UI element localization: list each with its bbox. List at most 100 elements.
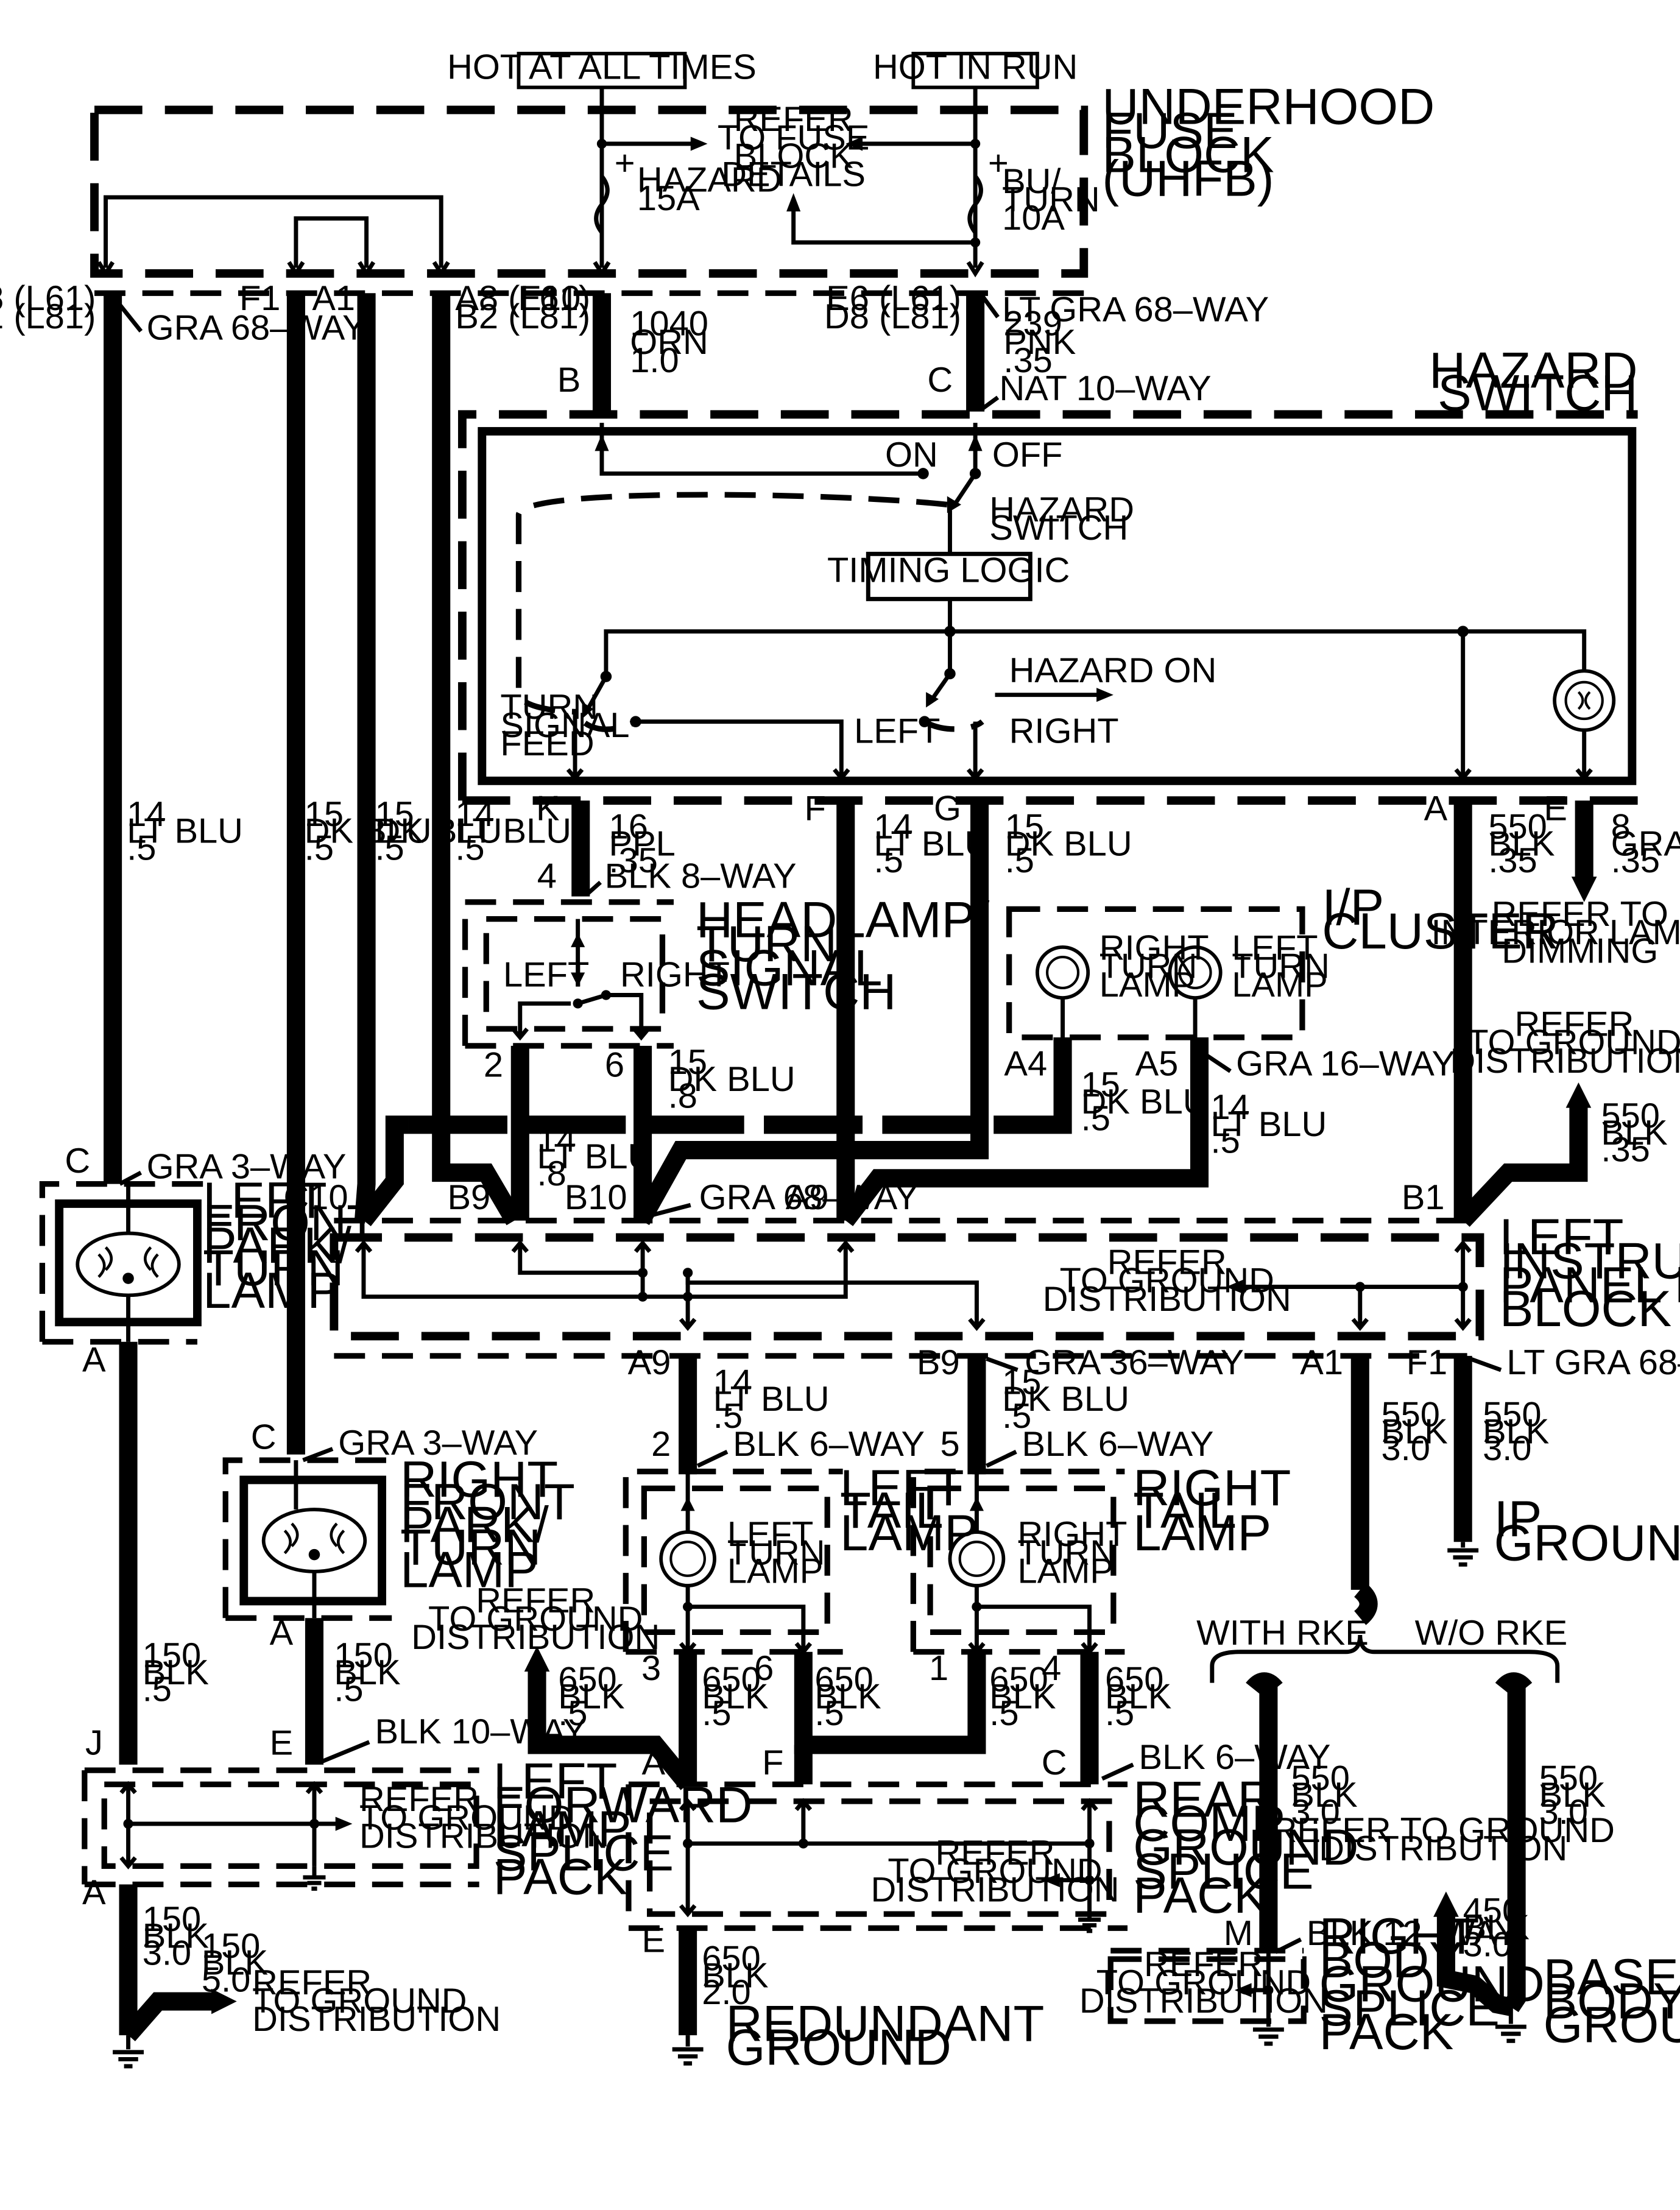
svg-text:C10: C10	[283, 1178, 348, 1217]
svg-text:LEFTTURNLAMP: LEFTTURNLAMP	[1232, 929, 1330, 1004]
svg-text:LEFT: LEFT	[503, 956, 589, 995]
svg-text:14LT BLU.5: 14LT BLU.5	[713, 1363, 830, 1436]
svg-text:550BLK3.0: 550BLK3.0	[1381, 1396, 1447, 1469]
wire-lt3-650-blk	[528, 1651, 697, 1790]
svg-text:6: 6	[754, 1649, 774, 1688]
svg-text:5: 5	[940, 1425, 959, 1464]
svg-text:15DK BLU.5: 15DK BLU.5	[1081, 1065, 1209, 1139]
svg-text:LEFTFRONTPARK/TURNLAMP: LEFTFRONTPARK/TURNLAMP	[203, 1172, 378, 1319]
wire-b1-550-blk	[1456, 1102, 1588, 1227]
svg-text:B1: B1	[1402, 1178, 1445, 1217]
svg-text:150BLK.5: 150BLK.5	[143, 1636, 209, 1709]
redundant-ground-icon	[672, 2035, 704, 2066]
svg-text:GRA 3–WAY: GRA 3–WAY	[338, 1424, 538, 1463]
svg-text:RIGHTTURNLAMP: RIGHTTURNLAMP	[1018, 1515, 1128, 1590]
wire-label-1040: 1040ORN1.0	[630, 305, 708, 380]
svg-text:REFERTO GROUNDDISTRIBUTION: REFERTO GROUNDDISTRIBUTION	[1079, 1945, 1328, 2021]
ip-ground-icon	[1447, 1542, 1479, 1567]
hazard-switch: HAZARDSWITCH B C NAT 10–WAY ON OFF HAZAR…	[457, 342, 1638, 828]
left-tail-turn-lamp-icon	[659, 1530, 716, 1587]
uhfb-pin-e6d8: E6 (L61)D8 (L81)	[824, 279, 961, 336]
svg-text:+: +	[988, 144, 1009, 183]
svg-text:IPGROUND: IPGROUND	[1494, 1491, 1680, 1571]
lipfb: C10 B9 B10 GRA 68–WAY A9 B1 LEFTINSTRUME…	[283, 1178, 1680, 1341]
svg-text:A5: A5	[1135, 1044, 1179, 1083]
right-tail-lamp: 5 BLK 6–WAY RIGHTTURNLAMP RIGHTTAILLAMP	[910, 1425, 1291, 1656]
svg-text:A9: A9	[786, 1178, 829, 1217]
rke-break-icon	[1354, 1583, 1378, 1625]
svg-text:ON: ON	[885, 436, 938, 475]
svg-text:650BLK.5: 650BLK.5	[1105, 1661, 1171, 1734]
svg-text:150BLK3.0: 150BLK3.0	[143, 1900, 209, 1973]
svg-text:3: 3	[641, 1649, 661, 1688]
buturn-fuse-label: BU/TURN10A	[1002, 162, 1100, 238]
wire-label-15-dkblu-a1: 15DK BLU.5	[375, 795, 502, 868]
svg-text:G: G	[934, 789, 961, 828]
wire-450-blk	[1436, 1914, 1513, 2016]
svg-text:650BLK.5: 650BLK.5	[702, 1661, 768, 1734]
rear-splice-ground-icon	[1078, 1917, 1101, 1933]
hot-at-all-times-label: HOT AT ALL TIMES	[447, 48, 757, 90]
svg-text:GRA 36–WAY: GRA 36–WAY	[1025, 1343, 1244, 1382]
right-front-park-turn-lamp: C GRA 3–WAY RIGHTFRONTPARK/TURNLAMP	[222, 1418, 575, 1621]
uhfb-connector-left: GRA 68–WAY	[147, 309, 366, 348]
headlamp-turn-signal-switch: 4 BLK 8–WAY HEADLAMP/TURNSIGNALSWITCH LE…	[462, 857, 990, 1049]
svg-text:J: J	[85, 1724, 103, 1763]
svg-text:RIGHTTAILLAMP: RIGHTTAILLAMP	[1133, 1460, 1291, 1561]
timing-logic-label: TIMING LOGIC	[827, 551, 1070, 590]
svg-text:REFER TO GROUNDDISTRIBUTION: REFER TO GROUNDDISTRIBUTION	[1272, 1811, 1615, 1868]
svg-text:F: F	[805, 789, 826, 828]
svg-text:B9: B9	[447, 1178, 490, 1217]
svg-text:E: E	[642, 1921, 666, 1960]
wire-a5-14-ltblu	[838, 1037, 1209, 1226]
svg-text:LEFTINSTRUMENTPANEL FUSEBLOCK: LEFTINSTRUMENTPANEL FUSEBLOCK (LIPFB)	[1500, 1209, 1680, 1337]
rear-comp-ground-splice-pack: A F C BLK 6–WAY REFERTO GROUNDDISTRIBUTI…	[626, 1738, 1358, 1933]
svg-text:BLK 8–WAY: BLK 8–WAY	[605, 857, 797, 896]
svg-text:A1: A1	[1300, 1343, 1343, 1382]
svg-text:650BLK2.0: 650BLK2.0	[702, 1940, 768, 2013]
svg-text:HEADLAMP/TURNSIGNALSWITCH: HEADLAMP/TURNSIGNALSWITCH	[696, 892, 990, 1020]
svg-text:BLK 6–WAY: BLK 6–WAY	[733, 1425, 925, 1464]
svg-text:GRA 68–WAY: GRA 68–WAY	[699, 1178, 919, 1217]
svg-text:C: C	[1042, 1743, 1067, 1782]
hazard-switch-name: HAZARDSWITCH	[1429, 342, 1637, 421]
hazard-fuse-label: HAZARD15A	[637, 161, 782, 218]
left-ground-icon	[113, 2035, 144, 2069]
svg-text:REFERTO GROUNDDISTRIBUTION: REFERTO GROUNDDISTRIBUTION	[411, 1581, 660, 1657]
svg-text:I/PCLUSTER: I/PCLUSTER	[1322, 879, 1559, 959]
uhfb-refer: REFERTO FUSEBLOCKDETAILS	[718, 100, 870, 194]
svg-text:HOT AT ALL TIMES: HOT AT ALL TIMES	[447, 48, 757, 87]
svg-text:RIGHTFRONTPARK/TURNLAMP: RIGHTFRONTPARK/TURNLAMP	[400, 1451, 575, 1598]
uhfb-pin-e10: E10	[518, 279, 581, 318]
svg-text:C: C	[927, 361, 953, 400]
svg-text:HOT IN RUN: HOT IN RUN	[873, 48, 1078, 87]
wire-label-239: 239PNK.35	[1003, 305, 1076, 380]
svg-text:BASEBODYGROUND: BASEBODYGROUND	[1544, 1949, 1680, 2053]
base-body-ground-icon	[1495, 2007, 1526, 2043]
wire-g-15-dkblu	[633, 800, 989, 1226]
svg-text:150BLK5.0: 150BLK5.0	[202, 1927, 268, 2000]
right-body-ground-splice-pack: M BLK 12–WAY REFERTO GROUNDDISTRIBUTION …	[1079, 1908, 1545, 2060]
buturn-fuse-icon	[967, 175, 983, 234]
svg-text:F1: F1	[1406, 1343, 1447, 1382]
svg-text:F: F	[762, 1743, 783, 1782]
svg-text:GRA 16–WAY: GRA 16–WAY	[1236, 1044, 1455, 1083]
svg-text:16PPL.35: 16PPL.35	[609, 808, 676, 881]
svg-text:C: C	[251, 1418, 277, 1457]
svg-text:650BLK.5: 650BLK.5	[989, 1661, 1056, 1734]
left-forward-lamp-splice-pack: J E BLK 10–WAY REFERTO GROUNDDISTRIBUTIO…	[82, 1712, 752, 1905]
ip-cluster: I/PCLUSTER RIGHTTURNLAMP LEFTTURNLAMP	[1006, 879, 1559, 1040]
underhood-fuse-block: UNDERHOODFUSEBLOCK(UHFB) REFERTO FUSEBLO…	[90, 79, 1435, 278]
svg-text:K: K	[536, 789, 560, 828]
svg-text:REDUNDANTGROUND: REDUNDANTGROUND	[726, 1995, 1045, 2075]
svg-text:2: 2	[484, 1046, 503, 1085]
svg-text:LEFTTAILLAMP: LEFTTAILLAMP	[840, 1460, 978, 1561]
svg-text:E: E	[1544, 789, 1567, 828]
svg-text:RIGHT: RIGHT	[620, 956, 730, 995]
wire-label-14-ltblu-left: 14LT BLU.5	[127, 795, 243, 868]
svg-text:4: 4	[537, 857, 557, 896]
svg-text:TURNSIGNALFEED: TURNSIGNALFEED	[500, 688, 629, 763]
svg-text:REFERTO GROUNDDISTRIBUTION: REFERTO GROUNDDISTRIBUTION	[252, 1963, 501, 2039]
svg-text:REFERTO GROUNDDISTRIBUTION: REFERTO GROUNDDISTRIBUTION	[1450, 1005, 1680, 1081]
